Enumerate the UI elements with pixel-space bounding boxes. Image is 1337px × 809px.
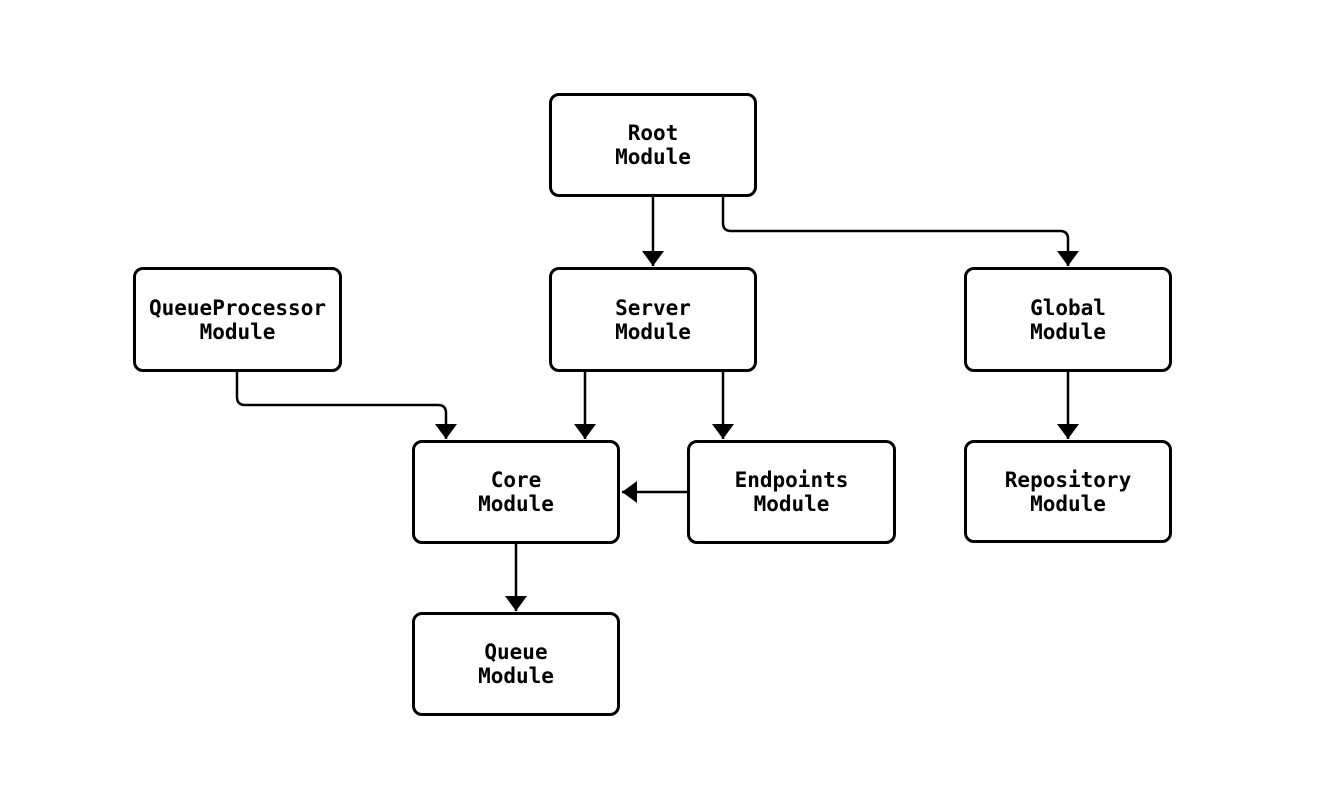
- node-core-module: Core Module: [412, 440, 620, 544]
- node-label: Core Module: [478, 468, 554, 516]
- node-label: Repository Module: [1004, 467, 1132, 516]
- node-label: Endpoints Module: [734, 468, 849, 516]
- node-label: Queue Module: [478, 640, 554, 688]
- node-label: QueueProcessor Module: [148, 295, 326, 344]
- node-endpoints-module: Endpoints Module: [687, 440, 896, 544]
- node-server-module: Server Module: [549, 267, 757, 372]
- edge-queueprocessor-to-core: [235, 372, 457, 439]
- node-queue-module: Queue Module: [412, 612, 620, 716]
- edge-root-to-global: [721, 197, 1079, 266]
- node-root-module: Root Module: [549, 93, 757, 197]
- node-label: Global Module: [1030, 295, 1106, 344]
- node-label: Server Module: [615, 295, 691, 344]
- node-repository-module: Repository Module: [964, 440, 1172, 543]
- node-global-module: Global Module: [964, 267, 1172, 372]
- node-queueprocessor-module: QueueProcessor Module: [133, 267, 342, 372]
- node-label: Root Module: [615, 121, 691, 169]
